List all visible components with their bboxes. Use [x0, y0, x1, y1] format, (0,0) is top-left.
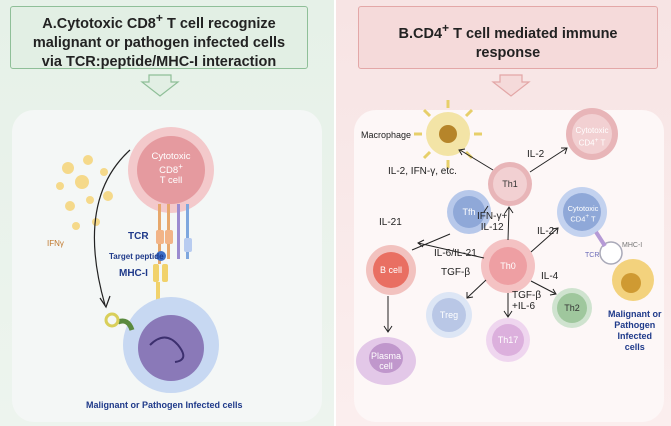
ifn-il12-label: IFN-γ+IL-12: [477, 211, 508, 233]
title-a-line3: via TCR:peptide/MHC-I interaction: [41, 53, 277, 70]
th1-label: Th1: [502, 179, 518, 189]
tgf-il6-label: TGF-β+IL-6: [512, 290, 542, 312]
th0-label: Th0: [500, 261, 516, 271]
il6-il21-label: IL-6/IL-21: [434, 248, 477, 259]
cytotoxic-cd4-right: Cytotoxic CD4+ T: [567, 204, 599, 224]
panel-b-title: B.CD4+ T cell mediated immune response: [358, 6, 658, 69]
th2-label: Th2: [564, 303, 580, 313]
title-b-line1: T cell mediated immune: [449, 25, 618, 42]
cd8-cell-label: Cytotoxic CD8+ T cell: [151, 151, 191, 187]
il21-label: IL-21: [379, 217, 402, 228]
down-arrow-icon: [140, 74, 180, 97]
th17-label: Th17: [497, 335, 519, 345]
bcell-label: B cell: [379, 265, 402, 275]
title-a-prefix: A.Cytotoxic CD8: [42, 15, 156, 32]
target-peptide-label: Target peptide: [109, 252, 164, 261]
il2-top-label: IL-2: [527, 149, 545, 160]
target-cell-nucleus: [138, 315, 204, 381]
tfh-label: Tfh: [462, 207, 476, 217]
tcr-label-b: TCR: [585, 252, 600, 259]
il2-right-label: IL-2: [537, 226, 555, 237]
tcr-label: TCR: [128, 231, 149, 242]
il2-ifn-label: IL-2, IFN-γ, etc.: [388, 166, 457, 177]
target-peptide-dot: [156, 251, 166, 261]
treg-label: Treg: [439, 310, 459, 320]
ifn-arrow: [93, 149, 131, 306]
mhc-label-b: MHC-I: [622, 242, 643, 249]
title-a-sup: +: [155, 11, 163, 25]
receptor-green: [117, 318, 135, 331]
title-b-sup: +: [442, 21, 450, 35]
tgf-label: TGF-β: [441, 267, 471, 278]
panel-a-illustration: [56, 74, 219, 393]
ifn-granules: [56, 155, 113, 230]
cd8-cell-inner: [137, 136, 205, 204]
il4-label: IL-4: [541, 271, 559, 282]
ifn-label: IFNγ: [47, 239, 64, 248]
title-b-prefix: B.CD4: [398, 25, 443, 42]
panel-a-title: A.Cytotoxic CD8+ T cell recognize malign…: [10, 6, 308, 70]
title-a-line1: T cell recognize: [162, 15, 276, 32]
cytotoxic-cd4-top: Cytotoxic CD4+ T: [575, 126, 609, 148]
title-b-line2: response: [475, 44, 541, 61]
macrophage-label: Macrophage: [361, 130, 412, 140]
mhc-label: MHC-I: [119, 268, 148, 279]
target-cell-caption: Malignant or Pathogen Infected cells: [86, 400, 243, 410]
title-a-line2: malignant or pathogen infected cells: [32, 34, 286, 51]
receptor-stalks: [153, 204, 192, 312]
